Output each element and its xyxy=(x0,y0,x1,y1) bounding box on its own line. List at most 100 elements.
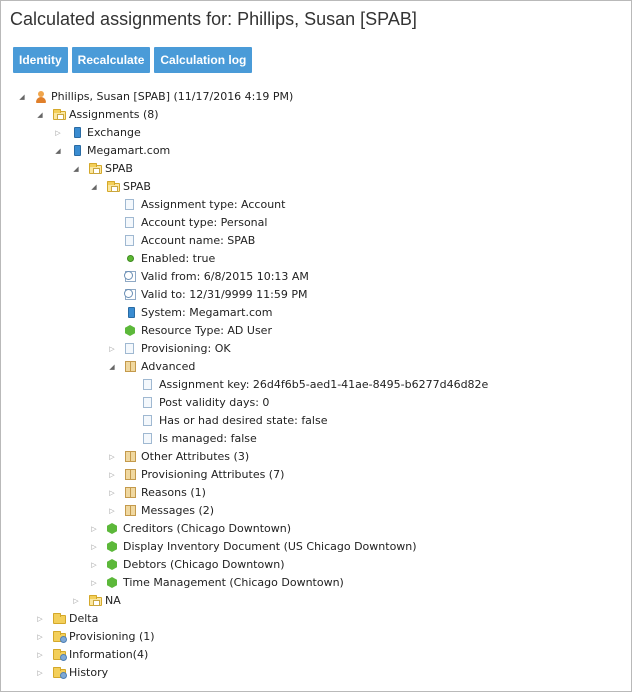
tree-node[interactable]: Has or had desired state: false xyxy=(1,412,631,430)
tree-node-label: Valid to: 12/31/9999 11:59 PM xyxy=(141,288,308,301)
tree-node-label: Advanced xyxy=(141,360,196,373)
folder-open-icon xyxy=(89,595,102,606)
expand-toggle-icon[interactable]: ▷ xyxy=(37,651,43,659)
tree-node[interactable]: ▷ History xyxy=(1,664,631,682)
cube-icon xyxy=(107,577,117,588)
system-icon xyxy=(74,145,81,156)
tree-node[interactable]: Enabled: true xyxy=(1,250,631,268)
tree-node[interactable]: ▷Time Management (Chicago Downtown) xyxy=(1,574,631,592)
tree-node[interactable]: ◢ Megamart.com xyxy=(1,142,631,160)
folder-gear-icon xyxy=(53,631,67,643)
green-dot-icon xyxy=(127,255,134,262)
expand-toggle-icon[interactable]: ▷ xyxy=(109,471,115,479)
expand-toggle-icon[interactable]: ▷ xyxy=(109,507,115,515)
tree-node[interactable]: ▷ Delta xyxy=(1,610,631,628)
collapse-toggle-icon[interactable]: ◢ xyxy=(37,111,43,119)
tree-node-label: NA xyxy=(105,594,121,607)
tree-node-label: Other Attributes (3) xyxy=(141,450,250,463)
expand-toggle-icon[interactable]: ▷ xyxy=(109,453,115,461)
expand-toggle-icon[interactable]: ▷ xyxy=(37,669,43,677)
collapse-toggle-icon[interactable]: ◢ xyxy=(73,165,79,173)
tree-node-label: System: Megamart.com xyxy=(141,306,273,319)
tree-node[interactable]: ▷ Other Attributes (3) xyxy=(1,448,631,466)
expand-toggle-icon[interactable]: ▷ xyxy=(91,561,97,569)
tree-node[interactable]: ◢SPAB xyxy=(1,160,631,178)
tree-node-label: Provisioning Attributes (7) xyxy=(141,468,285,481)
tree-node-label: Display Inventory Document (US Chicago D… xyxy=(123,540,417,553)
recalculate-button[interactable]: Recalculate xyxy=(71,47,151,73)
tree-node[interactable]: Post validity days: 0 xyxy=(1,394,631,412)
tree-node[interactable]: ▷ Debtors (Chicago Downtown) xyxy=(1,556,631,574)
identity-button[interactable]: Identity xyxy=(13,47,68,73)
expand-toggle-icon[interactable]: ▷ xyxy=(37,615,43,623)
tree-node-label: Messages (2) xyxy=(141,504,215,517)
folder-user-icon xyxy=(53,109,66,120)
tree-node[interactable]: Account name: SPAB xyxy=(1,232,631,250)
collapse-toggle-icon[interactable]: ◢ xyxy=(19,93,25,101)
tree-node-label: Debtors (Chicago Downtown) xyxy=(123,558,285,571)
tree-node[interactable]: Resource Type: AD User xyxy=(1,322,631,340)
tree-node[interactable]: ▷ Messages (2) xyxy=(1,502,631,520)
tree-node-label: Is managed: false xyxy=(159,432,257,445)
tree-node[interactable]: ◢Assignments (8) xyxy=(1,106,631,124)
tree-node[interactable]: System: Megamart.com xyxy=(1,304,631,322)
folder-gear-icon xyxy=(53,667,67,679)
calculation-log-button[interactable]: Calculation log xyxy=(154,47,253,73)
book-icon xyxy=(125,487,136,498)
document-icon xyxy=(143,379,152,390)
document-icon xyxy=(125,199,134,210)
tree-node-label: Account name: SPAB xyxy=(141,234,256,247)
tree-node[interactable]: ▷Provisioning (1) xyxy=(1,628,631,646)
tree-node[interactable]: ◢ SPAB xyxy=(1,178,631,196)
cube-icon xyxy=(125,325,135,336)
user-icon xyxy=(35,91,47,103)
tree-node-label: Megamart.com xyxy=(87,144,171,157)
tree-node[interactable]: ▷ Information(4) xyxy=(1,646,631,664)
tree-node-label: Enabled: true xyxy=(141,252,216,265)
collapse-toggle-icon[interactable]: ◢ xyxy=(55,147,61,155)
tree-node[interactable]: ▷ Display Inventory Document (US Chicago … xyxy=(1,538,631,556)
tree-node[interactable]: Account type: Personal xyxy=(1,214,631,232)
tree-node[interactable]: Assignment type: Account xyxy=(1,196,631,214)
system-icon xyxy=(74,127,81,138)
tree-node[interactable]: Assignment key: 26d4f6b5-aed1-41ae-8495-… xyxy=(1,376,631,394)
expand-toggle-icon[interactable]: ▷ xyxy=(109,345,115,353)
tree-node[interactable]: ▷ Provisioning Attributes (7) xyxy=(1,466,631,484)
cube-icon xyxy=(107,541,117,552)
tree-node[interactable]: Valid from: 6/8/2015 10:13 AM xyxy=(1,268,631,286)
document-icon xyxy=(143,433,152,444)
tree-node-label: SPAB xyxy=(123,180,151,193)
expand-toggle-icon[interactable]: ▷ xyxy=(55,129,61,137)
tree-node[interactable]: ◢ Advanced xyxy=(1,358,631,376)
expand-toggle-icon[interactable]: ▷ xyxy=(37,633,43,641)
folder-open-icon xyxy=(107,181,120,192)
expand-toggle-icon[interactable]: ▷ xyxy=(73,597,79,605)
tree-node-label: Information(4) xyxy=(69,648,149,661)
book-icon xyxy=(125,505,136,516)
expand-toggle-icon[interactable]: ▷ xyxy=(91,579,97,587)
tree-node[interactable]: ▷ NA xyxy=(1,592,631,610)
expand-toggle-icon[interactable]: ▷ xyxy=(91,525,97,533)
calendar-clock-icon xyxy=(124,289,136,300)
expand-toggle-icon[interactable]: ▷ xyxy=(109,489,115,497)
tree-node[interactable]: ▷ Exchange xyxy=(1,124,631,142)
tree-node-label: Exchange xyxy=(87,126,141,139)
expand-toggle-icon[interactable]: ▷ xyxy=(91,543,97,551)
tree-node[interactable]: ◢Phillips, Susan [SPAB] (11/17/2016 4:19… xyxy=(1,88,631,106)
calendar-clock-icon xyxy=(124,271,136,282)
tree-node[interactable]: ▷Reasons (1) xyxy=(1,484,631,502)
tree-node-label: History xyxy=(69,666,109,679)
tree-node-label: Assignment key: 26d4f6b5-aed1-41ae-8495-… xyxy=(159,378,489,391)
document-icon xyxy=(143,415,152,426)
tree-node-label: Delta xyxy=(69,612,99,625)
folder-open-icon xyxy=(89,163,102,174)
tree-node[interactable]: ▷Creditors (Chicago Downtown) xyxy=(1,520,631,538)
tree-node[interactable]: Is managed: false xyxy=(1,430,631,448)
collapse-toggle-icon[interactable]: ◢ xyxy=(91,183,97,191)
collapse-toggle-icon[interactable]: ◢ xyxy=(109,363,115,371)
tree-node-label: Account type: Personal xyxy=(141,216,268,229)
tree-node[interactable]: ▷Provisioning: OK xyxy=(1,340,631,358)
tree-node[interactable]: Valid to: 12/31/9999 11:59 PM xyxy=(1,286,631,304)
folder-gear-icon xyxy=(53,649,67,661)
document-icon xyxy=(125,217,134,228)
